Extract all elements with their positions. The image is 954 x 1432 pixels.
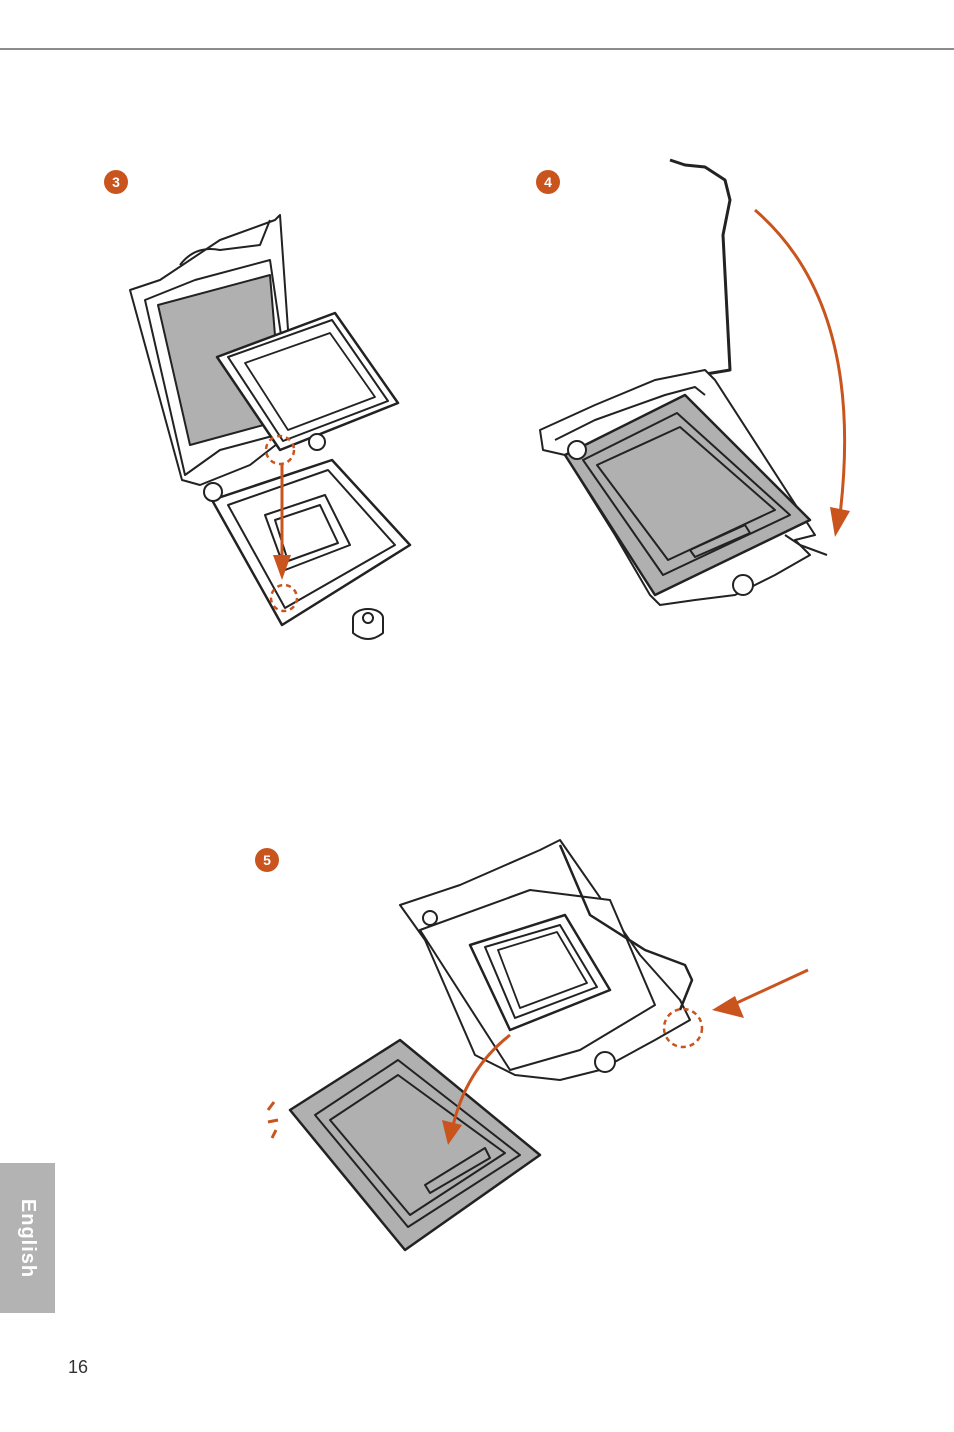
screw-icon [568, 441, 586, 459]
step-4-close-load-plate-illustration [535, 155, 865, 610]
page-number: 16 [68, 1357, 88, 1378]
step-3-cpu-insertion-illustration [120, 205, 420, 655]
socket-with-cpu-icon [400, 840, 692, 1080]
screw-icon [204, 483, 222, 501]
header-rule [0, 48, 954, 50]
loose-screw-icon [353, 609, 383, 639]
language-side-tab: English [0, 1163, 55, 1313]
language-tab-label: English [16, 1198, 39, 1277]
straight-arrow-icon [730, 970, 808, 1006]
step-3-badge: 3 [104, 170, 128, 194]
socket-base-icon [212, 460, 410, 625]
removed-pnp-cover-icon [290, 1040, 540, 1250]
step-5-remove-cover-illustration [260, 830, 820, 1260]
